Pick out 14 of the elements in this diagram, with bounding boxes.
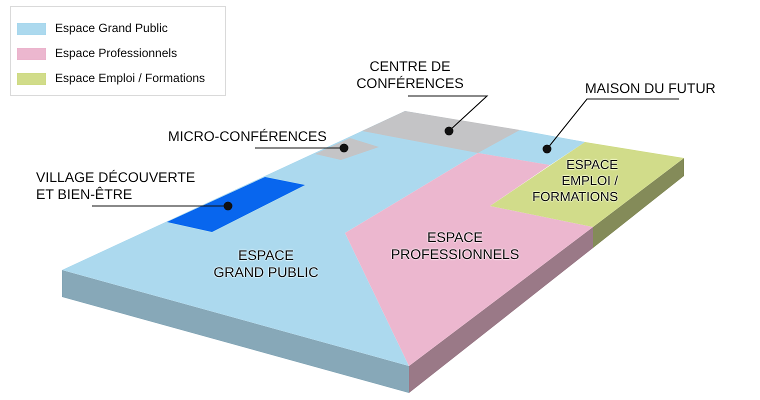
zone-label: ESPACE PROFESSIONNELS bbox=[390, 229, 520, 263]
leader-line bbox=[255, 144, 348, 152]
callout-label: VILLAGE DÉCOUVERTE ET BIEN-ÊTRE bbox=[36, 169, 204, 206]
callout-label: CENTRE DE CONFÉRENCES bbox=[348, 58, 472, 96]
callout-label: MAISON DU FUTUR bbox=[585, 80, 725, 99]
legend-label: Espace Emploi / Formations bbox=[55, 72, 206, 85]
legend-label: Espace Professionnels bbox=[55, 47, 178, 60]
callout-label: MICRO-CONFÉRENCES bbox=[168, 128, 334, 148]
leader-line bbox=[542, 98, 679, 154]
leader-line bbox=[408, 95, 488, 136]
zone-label: ESPACE GRAND PUBLIC bbox=[212, 247, 320, 281]
zone-label: ESPACE EMPLOI / FORMATIONS bbox=[531, 157, 618, 205]
leader-line bbox=[92, 202, 232, 210]
legend-label: Espace Grand Public bbox=[55, 22, 168, 35]
